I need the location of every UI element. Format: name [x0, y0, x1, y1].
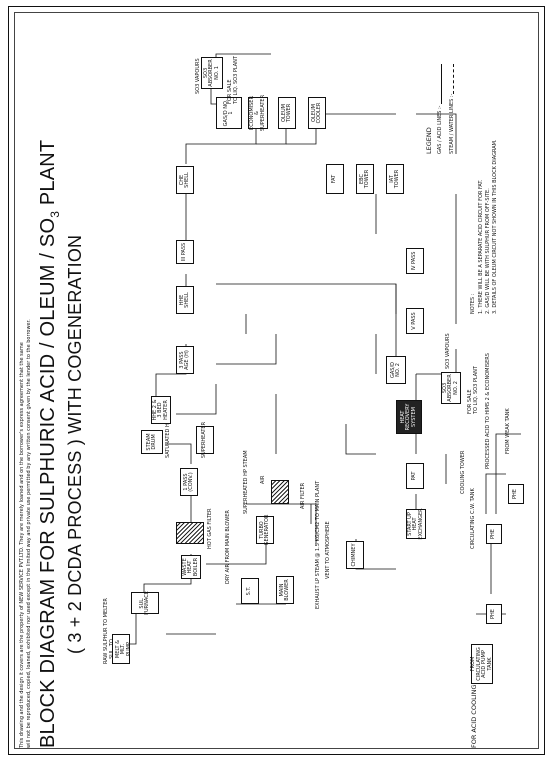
phe-2-box: PHE: [486, 524, 502, 544]
startup-hx-box: START UP HEAT EXCHANGER: [406, 508, 426, 540]
economiser-box: ECONOMISER & SUPERHEATER: [248, 95, 268, 131]
so3-vapours-2-label: SO3 VAPOURS: [445, 333, 451, 369]
processed-acid-label: PROCESSED ACID TO HIMS 2 & ECONOMISERS: [485, 353, 491, 469]
superheater-box: SUPERHEATER: [196, 422, 214, 458]
flow-lines: [114, 53, 521, 645]
phe-1-box: PHE: [486, 604, 502, 624]
legend-gas-line: [441, 64, 442, 104]
fat-box: FAT: [326, 164, 344, 194]
pass3-box: 3 PASS AGE (H): [176, 346, 194, 374]
note-3: 3. DETAILS OF OLEUM CIRCUIT NOT SHOWN IN…: [492, 139, 498, 314]
to-liq-so3-2-label: TO LIQ. SO3 PLANT: [473, 366, 479, 414]
so3-vapours-label: SO3 VAPOURS: [195, 58, 201, 94]
legend-gas: GAS / ACID LINES :-: [437, 105, 443, 154]
acid-cooling-label: FOR ACID COOLING: [470, 684, 478, 748]
legend-steam: STEAM / WATER LINES :-: [449, 93, 455, 154]
heat-recovery-box: HEAT RECOVERY SYSTEM: [396, 400, 422, 434]
oleum-tower-box: OLEUM TOWER: [278, 97, 296, 129]
che-shell-box: CHE SHELL: [176, 166, 194, 194]
air-label: AIR: [260, 475, 266, 484]
gas-dryer-2-box: GAS/D NO. 2: [386, 356, 406, 384]
superheated-label: SUPERHEATED HP STEAM: [243, 450, 249, 514]
cooling-tower-label: COOLING TOWER: [460, 450, 466, 494]
bed1-box: 1 PASS (CONV.): [180, 468, 198, 496]
from-weak-tank-label: FROM WEAK TANK: [505, 408, 511, 454]
note-1: 1. THERE WILL BE A SEPARATE ACID CIRCUIT…: [478, 179, 484, 314]
dry-air-label: DRY AIR FROM MAIN BLOWER: [225, 510, 231, 584]
waste-heat-boiler-box: WASTE HEAT BOILER: [181, 555, 201, 579]
pass3b-box: III PASS: [176, 240, 194, 264]
iat-tower-box: IAT TOWER: [386, 164, 404, 194]
st-box: S.T.: [241, 578, 259, 604]
note-2: 2. GAS/D WILL BE WITH SULPHUR FROM OFF-S…: [485, 188, 491, 314]
hhe-shell-box: HHE SHELL: [176, 286, 194, 314]
air-filter-box: [271, 480, 289, 504]
main-blower-box: MAIN BLOWER: [276, 576, 294, 604]
sulphur-melter-box: SUL. TO MELT & MLT. PUMP: [109, 634, 132, 664]
to-liq-so3-1-label: TO LIQ. SO3 PLANT: [233, 56, 239, 104]
hot-gas-filter-box: [176, 522, 204, 544]
oleum-cooler-box: OLEUM COOLER: [308, 97, 326, 129]
phe-3-box: PHE: [508, 484, 524, 504]
pat-box: PAT: [406, 463, 424, 489]
hhe-box: HHE 2 & 3 BED HEATER: [151, 396, 171, 424]
hot-gas-filter-label: HOT GAS FILTER: [207, 508, 213, 549]
sulphur-furnace-box: SUL. FURNACE: [131, 591, 159, 615]
raw-sulphur-label: RAW SULPHUR TO MELTER: [103, 598, 109, 664]
ebc-tower-box: EBC TOWER: [356, 164, 374, 194]
turbo-generator-box: TURBO GENERATOR: [256, 515, 274, 545]
vent-label: VENT TO ATMOSPHERE: [325, 521, 331, 579]
rotated-drawing: This drawing and the design it covers ar…: [16, 14, 536, 754]
acid-circ-box: FROM CIRCULATING ACID PUMP TANK: [470, 644, 493, 684]
notes-title: NOTES :: [470, 293, 476, 314]
sheet-inner-border: [14, 12, 539, 749]
air-filter-label: AIR FILTER: [300, 482, 306, 509]
steam-drum-box: STEAM DRUM: [141, 430, 163, 454]
chimney-box: CHIMNEY: [346, 541, 364, 569]
pass4-box: IV PASS: [406, 248, 424, 274]
exhaust-label: EXHAUST LP STEAM @ 1.5 KG/CM2 TO MAIN PL…: [315, 480, 321, 609]
circ-water-label: CIRCULATING C.W. TANK: [470, 488, 476, 549]
sheet-border: [8, 6, 545, 755]
so3-absorber-2-box: SO3 ABSORBER NO. 2: [441, 372, 461, 404]
pass5-box: V PASS: [406, 308, 424, 334]
legend-steam-line: [453, 64, 454, 94]
so3-absorber-1-box: SO3 ABSORBER NO. 1: [201, 57, 223, 89]
legend-title: LEGEND: [425, 127, 433, 154]
